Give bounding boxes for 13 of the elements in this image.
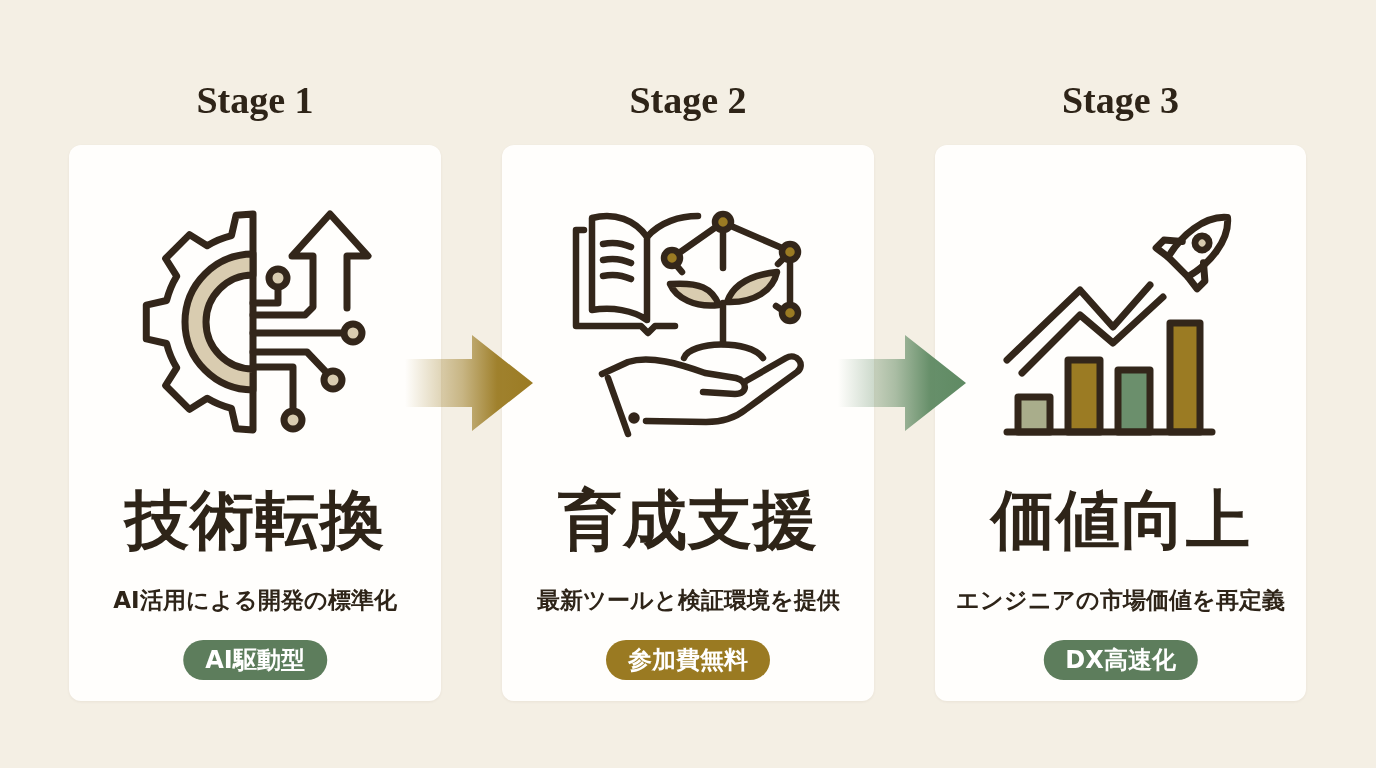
- stage-heading: Stage 3: [1061, 78, 1180, 123]
- tag-pill: AI駆動型: [183, 640, 327, 680]
- stage-description: エンジニアの市場価値を再定義: [956, 586, 1285, 615]
- stage-heading: Stage 1: [196, 78, 314, 123]
- tag-pill: 参加費無料: [606, 640, 770, 680]
- stage-title: 価値向上: [990, 483, 1251, 557]
- arrow: [405, 335, 533, 431]
- stage-title: 育成支援: [558, 483, 818, 557]
- stage-description: 最新ツールと検証環境を提供: [536, 586, 840, 615]
- stage-heading: Stage 2: [629, 78, 747, 123]
- stage-title: 技術転換: [125, 483, 385, 557]
- stage-description: AI活用による開発の標準化: [113, 586, 397, 615]
- tag-pill: DX高速化: [1043, 640, 1198, 680]
